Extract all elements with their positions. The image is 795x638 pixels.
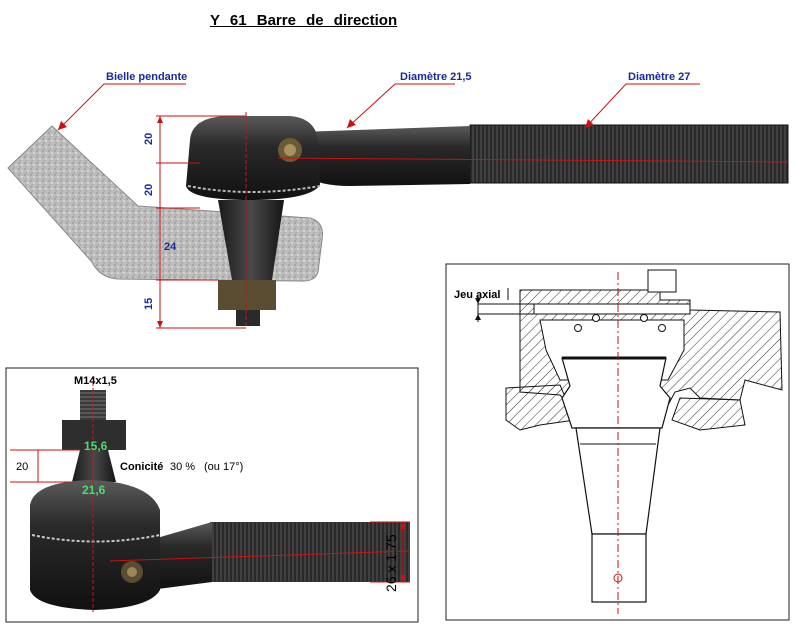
label-thread-m14: M14x1,5 bbox=[74, 375, 117, 387]
label-diametre-21-5: Diamètre 21,5 bbox=[400, 71, 472, 83]
section-arm-left bbox=[505, 384, 576, 431]
tube-27 bbox=[470, 125, 788, 183]
label-diametre-27: Diamètre 27 bbox=[628, 71, 690, 83]
arm-21-5 bbox=[300, 126, 470, 186]
dim-15: 15 bbox=[143, 298, 155, 310]
label-dim-20: 20 bbox=[16, 461, 28, 473]
label-conicite-value: 30 % bbox=[170, 461, 195, 473]
section-thread-end bbox=[591, 533, 647, 603]
stud-nut bbox=[62, 420, 126, 450]
section-arm-right bbox=[671, 397, 746, 431]
cone-top-view bbox=[218, 200, 284, 280]
photo-head bbox=[30, 480, 160, 610]
label-dia-21-6: 21,6 bbox=[82, 483, 106, 497]
section-ball bbox=[561, 357, 671, 429]
dim-24: 24 bbox=[164, 241, 177, 253]
dim-20-lower: 20 bbox=[143, 184, 155, 196]
photo-arm bbox=[150, 522, 212, 590]
photo-view: M14x1,5 20 15,6 21,6 Conicité 30 % (ou 1… bbox=[5, 367, 419, 623]
stud-cone bbox=[72, 450, 116, 482]
label-tube-thread: 26 x 1.75 bbox=[383, 534, 399, 592]
nut-top-view bbox=[218, 280, 276, 310]
top-view: 20 20 24 15 Bielle pendante Diamètre 21,… bbox=[7, 71, 789, 329]
label-dia-15-6: 15,6 bbox=[84, 439, 108, 453]
label-conicite: Conicité bbox=[120, 461, 163, 473]
label-conicite-angle: (ou 17°) bbox=[204, 461, 243, 473]
label-jeu-axial: Jeu axial bbox=[454, 289, 500, 301]
section-view: Jeu axial bbox=[445, 263, 790, 621]
label-bielle-pendante: Bielle pendante bbox=[106, 71, 187, 83]
page-title: Y 61 Barre de direction bbox=[210, 12, 398, 29]
ball-joint-head bbox=[186, 116, 320, 200]
dim-20-upper: 20 bbox=[143, 133, 155, 145]
